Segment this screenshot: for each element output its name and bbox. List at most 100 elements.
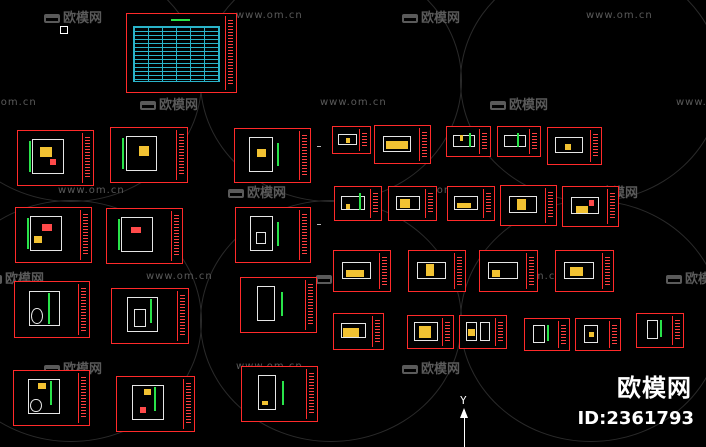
leader-mark bbox=[317, 224, 321, 225]
sheet-heading-mark bbox=[170, 19, 191, 21]
watermark-domain: www.om.cn bbox=[0, 97, 37, 108]
elevation-drawing bbox=[416, 256, 446, 285]
watermark-brand: 欧模网 bbox=[402, 7, 460, 26]
title-block bbox=[529, 129, 538, 154]
title-block bbox=[602, 253, 611, 289]
elevation-drawing bbox=[466, 320, 491, 343]
sheet-elevation[interactable] bbox=[555, 250, 614, 292]
title-block bbox=[359, 129, 368, 151]
sheet-floor-plan[interactable] bbox=[110, 127, 188, 183]
floor-plan-drawing bbox=[26, 214, 66, 253]
sheet-floor-plan[interactable] bbox=[234, 128, 311, 183]
elevation-drawing bbox=[531, 323, 554, 345]
title-block bbox=[483, 189, 492, 218]
title-block bbox=[306, 369, 315, 419]
sheet-floor-plan[interactable] bbox=[111, 288, 189, 344]
title-block bbox=[370, 189, 379, 218]
sheet-elevation[interactable] bbox=[479, 250, 538, 292]
floor-plan-drawing bbox=[246, 135, 285, 173]
sheet-floor-plan[interactable] bbox=[14, 281, 90, 338]
brand-logo: 欧模网 bbox=[617, 374, 692, 402]
watermark-domain: www.om.cn bbox=[236, 10, 303, 21]
floor-plan-drawing bbox=[117, 215, 157, 254]
title-block bbox=[299, 210, 308, 260]
title-block bbox=[225, 16, 234, 90]
sheet-elevation[interactable] bbox=[408, 250, 466, 292]
watermark-domain: www.om.cn bbox=[320, 97, 387, 108]
sheet-elevation[interactable] bbox=[524, 318, 570, 351]
sheet-elevation[interactable] bbox=[575, 318, 621, 351]
title-block bbox=[176, 130, 185, 180]
floor-plan-drawing bbox=[128, 383, 168, 422]
sofa-icon bbox=[666, 275, 682, 284]
sheet-elevation[interactable] bbox=[636, 313, 684, 348]
sheet-elevation[interactable] bbox=[447, 186, 495, 221]
sheet-elevation[interactable] bbox=[332, 126, 371, 154]
sheet-elevation[interactable] bbox=[459, 315, 507, 349]
sofa-icon bbox=[140, 101, 156, 110]
floor-plan-drawing bbox=[25, 377, 64, 416]
sheet-floor-plan[interactable] bbox=[15, 207, 92, 263]
title-block bbox=[558, 321, 567, 348]
elevation-drawing bbox=[454, 191, 479, 215]
title-block bbox=[607, 189, 616, 224]
title-block bbox=[78, 373, 87, 423]
title-block bbox=[609, 321, 618, 348]
title-block bbox=[672, 316, 681, 345]
watermark-domain: www.om.cn bbox=[58, 185, 125, 196]
sheet-elevation[interactable] bbox=[446, 126, 491, 157]
floor-plan-drawing bbox=[252, 284, 291, 323]
sheet-elevation[interactable] bbox=[547, 127, 602, 165]
floor-plan-drawing bbox=[123, 295, 163, 334]
title-block bbox=[545, 188, 554, 223]
sheet-elevation[interactable] bbox=[334, 186, 382, 221]
sheet-elevation[interactable] bbox=[407, 315, 454, 349]
watermark-brand: 欧模网 bbox=[140, 94, 198, 113]
floor-plan-drawing bbox=[253, 373, 292, 412]
sheet-elevation[interactable] bbox=[374, 125, 431, 164]
sheet-floor-plan[interactable] bbox=[240, 277, 317, 333]
title-block bbox=[479, 129, 488, 154]
title-block bbox=[590, 130, 599, 162]
title-block bbox=[82, 133, 91, 183]
watermark-domain: www.om.cn bbox=[406, 185, 473, 196]
sofa-icon bbox=[228, 189, 244, 198]
watermark-brand: 欧模网 bbox=[228, 182, 286, 201]
elevation-drawing bbox=[340, 318, 367, 343]
sheet-floor-plan[interactable] bbox=[235, 207, 311, 263]
sheet-elevation[interactable] bbox=[388, 186, 437, 221]
sheet-floor-plan[interactable] bbox=[13, 370, 90, 426]
sofa-icon bbox=[402, 14, 418, 23]
sheet-drawing-index[interactable] bbox=[126, 13, 237, 93]
title-block bbox=[183, 379, 192, 429]
sheet-elevation[interactable] bbox=[500, 185, 557, 226]
resource-id: ID:2361793 bbox=[577, 408, 694, 429]
elevation-drawing bbox=[414, 320, 438, 343]
elevation-drawing bbox=[487, 256, 518, 285]
sheet-elevation[interactable] bbox=[333, 250, 391, 292]
sheet-floor-plan[interactable] bbox=[241, 366, 318, 422]
watermark-domain: www.om.cn bbox=[586, 10, 653, 21]
sofa-icon bbox=[316, 275, 332, 284]
drawing-index-table bbox=[133, 26, 220, 82]
title-block bbox=[305, 280, 314, 330]
elevation-drawing bbox=[341, 191, 366, 215]
sheet-floor-plan[interactable] bbox=[116, 376, 195, 432]
elevation-drawing bbox=[453, 130, 476, 151]
title-block bbox=[454, 253, 463, 289]
ucs-y-label: Y bbox=[460, 394, 467, 407]
elevation-drawing bbox=[582, 323, 605, 345]
sofa-icon bbox=[402, 365, 418, 374]
sheet-floor-plan[interactable] bbox=[106, 208, 183, 264]
sheet-elevation[interactable] bbox=[333, 313, 384, 350]
title-block bbox=[526, 253, 535, 289]
sheet-elevation[interactable] bbox=[497, 126, 541, 157]
watermark-brand: 欧模网 bbox=[666, 268, 706, 287]
sheet-elevation[interactable] bbox=[562, 186, 619, 227]
title-block bbox=[379, 253, 388, 289]
elevation-drawing bbox=[338, 130, 358, 149]
sheet-floor-plan[interactable] bbox=[17, 130, 94, 186]
sofa-icon bbox=[0, 275, 2, 284]
elevation-drawing bbox=[555, 132, 583, 158]
